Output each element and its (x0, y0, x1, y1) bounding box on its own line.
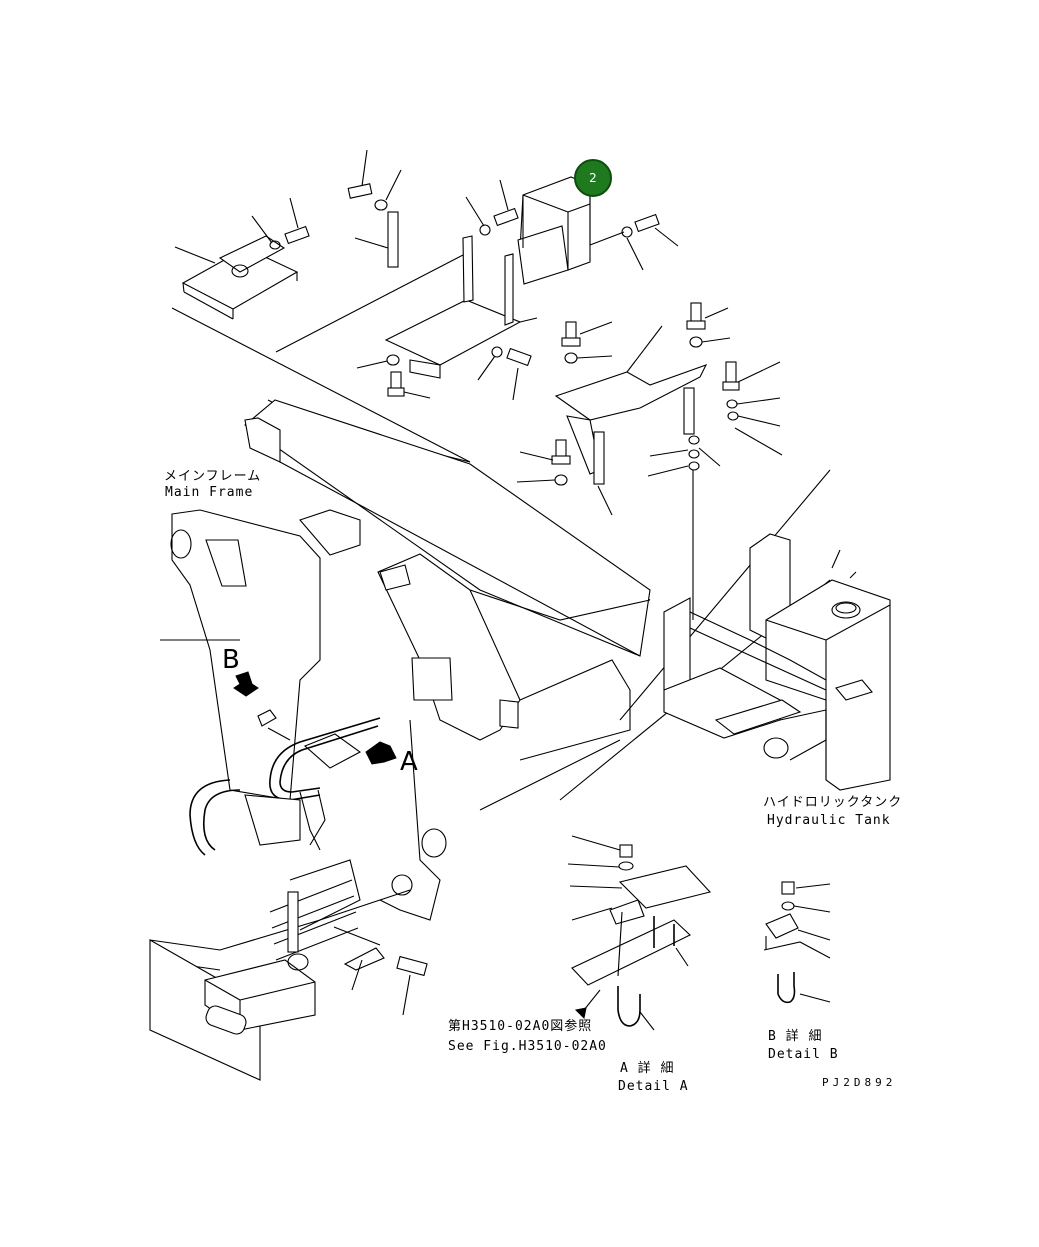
support-bracket (516, 302, 783, 620)
hydraulic-tank-label-en: Hydraulic Tank (767, 813, 891, 828)
detail-b-label-en: Detail B (768, 1047, 839, 1062)
view-b-letter: B (222, 645, 240, 675)
view-arrows (233, 671, 397, 765)
left-cover-plate (174, 197, 310, 320)
view-a-letter: A (400, 747, 418, 777)
detail-a-label-en: Detail A (618, 1079, 689, 1094)
hydraulic-tank-label-jp: ハイドロリックタンク (763, 795, 902, 810)
main-frame-structure (149, 307, 831, 971)
main-frame-label-en: Main Frame (165, 485, 253, 500)
part-callout-2[interactable]: 2 (574, 159, 612, 197)
detail-b-view (763, 881, 831, 1004)
bracket-bolts (356, 346, 532, 401)
box-cover-part-2 (517, 176, 679, 285)
hydraulic-tank (663, 533, 891, 791)
detail-a-view (567, 835, 712, 1031)
hydraulic-piping (189, 709, 381, 856)
see-fig-label-en: See Fig.H3510-02A0 (448, 1039, 607, 1054)
top-bracket-assembly (275, 149, 538, 379)
main-frame-label-jp: メインフレーム (164, 469, 261, 484)
see-fig-label-jp: 第H3510-02A0図参照 (448, 1018, 592, 1034)
lower-frame-section (149, 859, 428, 1081)
detail-b-label-jp: B 詳 細 (768, 1028, 822, 1044)
drawing-number: PJ2D892 (822, 1076, 896, 1089)
detail-a-label-jp: A 詳 細 (620, 1060, 674, 1076)
